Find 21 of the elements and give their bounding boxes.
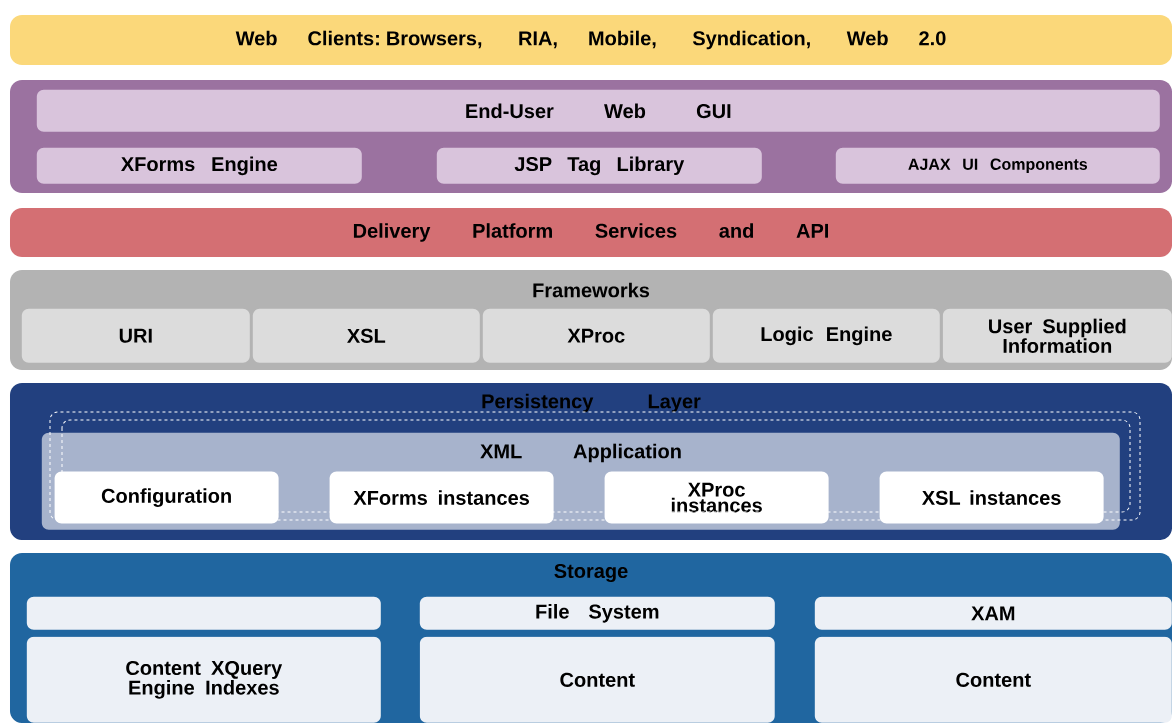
- component-box: Content XQuery Engine Indexes: [26, 636, 381, 723]
- component-box: Content: [814, 636, 1172, 723]
- layer-band: Delivery Platform Services and API: [10, 208, 1172, 257]
- component-box: XSL: [252, 308, 480, 363]
- component-box: File System: [419, 596, 775, 630]
- component-box: XForms instances: [329, 471, 554, 524]
- component-box: XAM: [814, 596, 1172, 630]
- component-box: JSP Tag Library: [436, 147, 762, 184]
- component-box: Logic Engine: [712, 308, 940, 363]
- component-box: [26, 596, 381, 630]
- component-box: URI: [21, 308, 250, 363]
- component-box: Content: [419, 636, 775, 723]
- component-box: XProc instances: [604, 471, 829, 524]
- component-box: XForms Engine: [36, 147, 362, 184]
- component-box: XProc: [482, 308, 710, 363]
- component-box: XSL instances: [879, 471, 1104, 524]
- component-box: End-User Web GUI: [36, 89, 1160, 132]
- component-box: AJAX UI Components: [835, 147, 1160, 184]
- layer-band: Web Clients: Browsers, RIA, Mobile, Syndication, Web 2.0: [10, 15, 1172, 65]
- component-box: Configuration: [54, 471, 279, 524]
- component-box: User Supplied Information: [942, 308, 1172, 363]
